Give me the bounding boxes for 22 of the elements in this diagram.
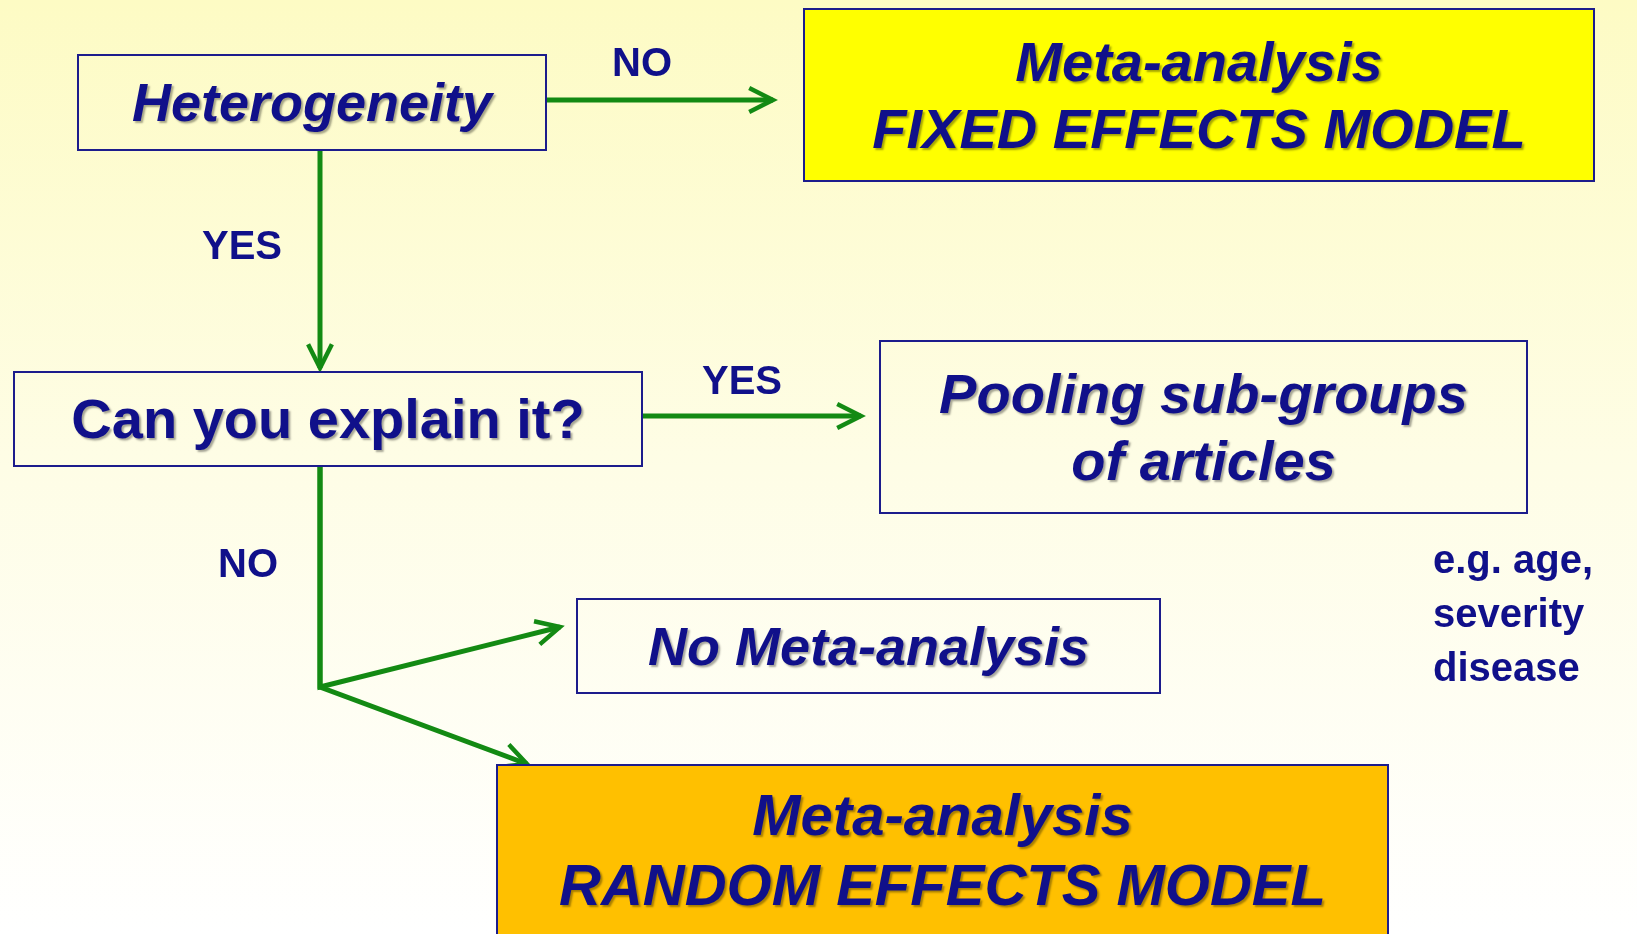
- box-text: FIXED EFFECTS MODEL: [872, 96, 1526, 162]
- box-text: Meta-analysis: [752, 781, 1133, 850]
- note-text: e.g. age, severity disease: [1433, 536, 1595, 691]
- flowchart-box: [879, 340, 1528, 514]
- flowchart-box: [13, 371, 643, 467]
- box-text: Can you explain it?: [71, 386, 585, 453]
- flowchart-box: [77, 54, 547, 151]
- edge-label: YES: [702, 360, 783, 400]
- edge-label: NO: [218, 543, 278, 583]
- box-text: Meta-analysis: [1015, 28, 1383, 95]
- edge-label: YES: [202, 225, 283, 265]
- box-text: RANDOM EFFECTS MODEL: [559, 851, 1326, 919]
- flowchart-box: [803, 8, 1595, 182]
- arrow: [547, 85, 776, 115]
- flowchart-box: [576, 598, 1161, 694]
- edge-label: NO: [612, 42, 672, 82]
- box-text: No Meta-analysis: [647, 614, 1090, 678]
- flowchart-box: [496, 764, 1389, 934]
- arrow: [643, 401, 864, 431]
- box-text: Heterogeneity: [131, 71, 493, 135]
- arrow: [305, 151, 335, 371]
- box-text: Pooling sub-groups of articles: [938, 360, 1469, 494]
